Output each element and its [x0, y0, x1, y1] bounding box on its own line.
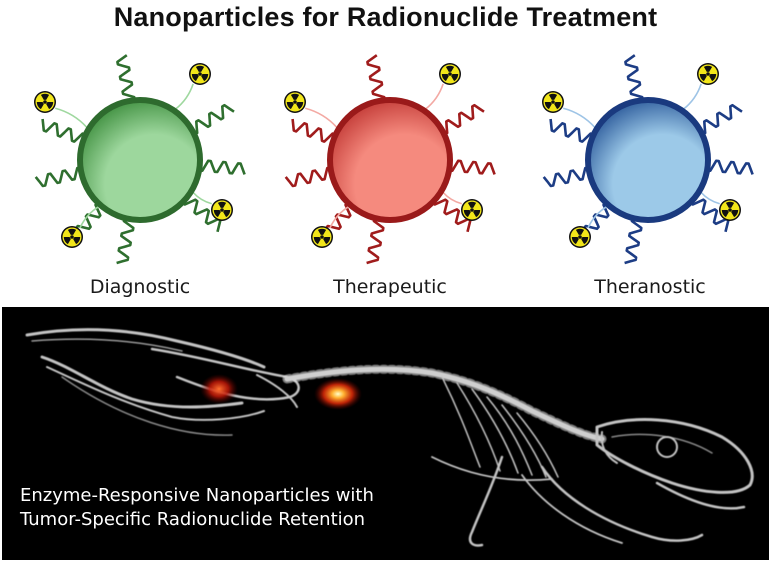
polymer-chain: [624, 54, 644, 104]
radiation-icon: [569, 226, 591, 248]
polymer-chain: [446, 159, 496, 175]
polymer-chain: [189, 103, 235, 136]
polymer-chain: [41, 118, 87, 143]
radiation-icon: [719, 199, 741, 221]
polymer-chain: [439, 103, 485, 136]
theranostic-nanoparticle: [542, 54, 754, 265]
linker: [329, 205, 350, 229]
caption-line-1: Enzyme-Responsive Nanoparticles with: [20, 485, 374, 506]
linker: [305, 107, 338, 129]
radiation-icon: [284, 91, 306, 113]
linker: [682, 83, 702, 110]
mouse-skeleton-scan: [25, 328, 754, 547]
radiation-icon: [211, 199, 233, 221]
ct-scan-image: Enzyme-Responsive Nanoparticles with Tum…: [2, 307, 769, 560]
linker: [700, 191, 720, 205]
linker: [587, 205, 608, 229]
linker: [192, 191, 212, 205]
radiation-icon: [697, 63, 719, 85]
polymer-chain: [366, 54, 386, 104]
linker: [174, 83, 194, 110]
linker: [55, 107, 88, 129]
therapeutic-nanoparticle: [284, 54, 496, 265]
caption-line-2: Tumor-Specific Radionuclide Retention: [20, 509, 366, 530]
therapeutic-label: Therapeutic: [333, 276, 447, 298]
radiation-icon: [61, 226, 83, 248]
polymer-chain: [697, 103, 743, 136]
linker: [424, 83, 444, 110]
nanoparticle-core: [77, 97, 203, 223]
linker: [442, 191, 462, 205]
linker: [563, 107, 596, 129]
polymer-chain: [34, 166, 85, 188]
polymer-chain: [549, 118, 595, 143]
figure-title: Nanoparticles for Radionuclide Treatment: [113, 2, 658, 32]
diagnostic-nanoparticle: [34, 54, 246, 265]
polymer-chain: [366, 215, 385, 265]
radiation-icon: [439, 63, 461, 85]
polymer-chain: [624, 215, 643, 265]
radiation-icon: [461, 199, 483, 221]
nanoparticle-core: [585, 97, 711, 223]
polymer-chain: [196, 159, 246, 175]
diagnostic-label: Diagnostic: [89, 276, 191, 298]
scan-caption: Enzyme-Responsive Nanoparticles with Tum…: [20, 484, 540, 532]
tumor-hotspot: [200, 374, 238, 404]
nanoparticle-core: [327, 97, 453, 223]
radiation-icon: [34, 91, 56, 113]
radiation-icon: [189, 63, 211, 85]
polymer-chain: [291, 118, 337, 143]
polymer-chain: [284, 166, 335, 188]
nanoparticle-diagram: [34, 54, 754, 265]
polymer-chain: [704, 159, 754, 175]
tumor-hotspot: [314, 378, 362, 410]
polymer-chain: [542, 166, 593, 188]
theranostic-label: Theranostic: [594, 276, 706, 298]
radiation-icon: [542, 91, 564, 113]
linker: [79, 205, 100, 229]
polymer-chain: [116, 215, 135, 265]
polymer-chain: [116, 54, 136, 104]
radiation-icon: [311, 226, 333, 248]
